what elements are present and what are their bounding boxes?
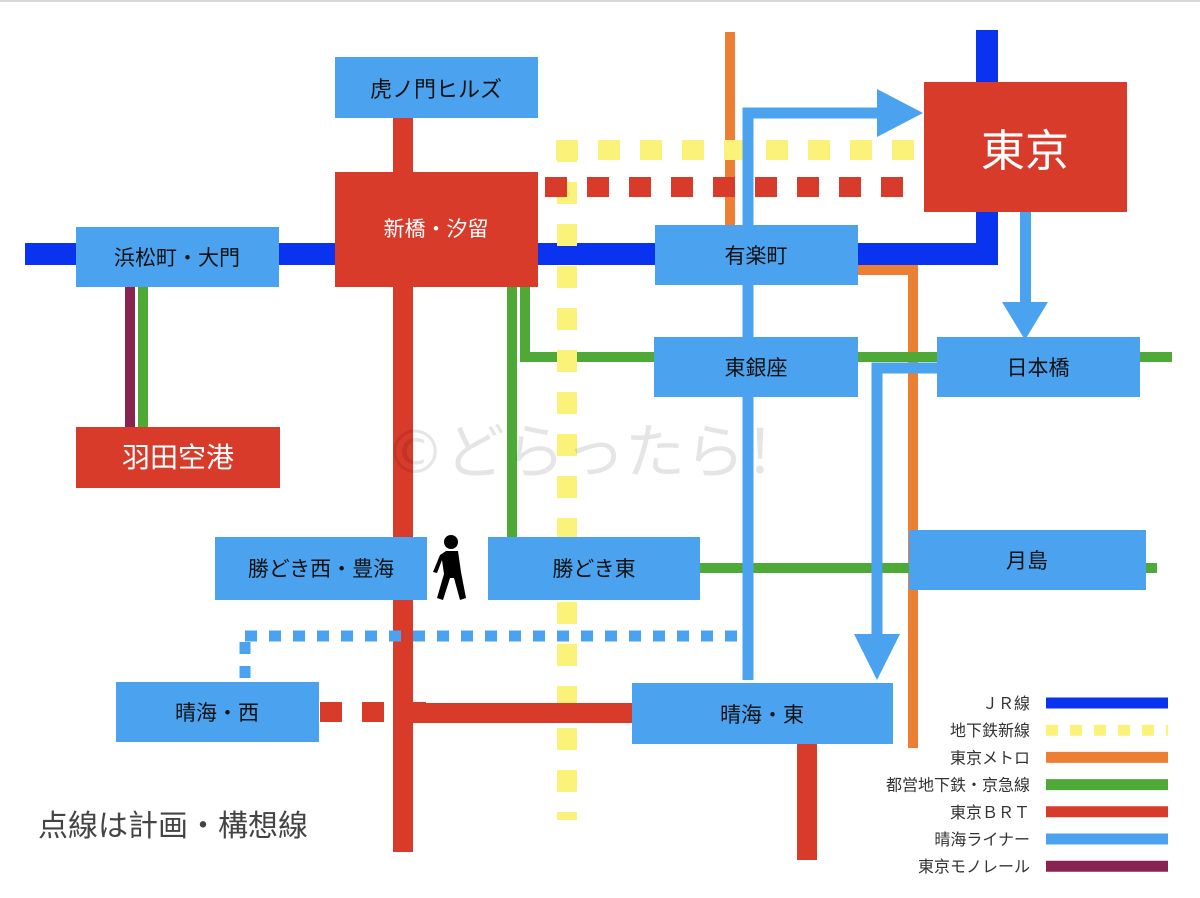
station-shimbashi-shiodome[interactable]: 新橋・汐留 <box>335 172 538 287</box>
station-label: 勝どき東 <box>552 557 635 581</box>
brt-line-harumi <box>413 703 635 723</box>
legend-item: 地下鉄新線 <box>950 721 1168 740</box>
legend-item: 東京モノレール <box>918 857 1168 876</box>
station-hamamatsucho-daimon[interactable]: 浜松町・大門 <box>76 227 279 287</box>
toei-line-kachidoki <box>507 287 517 539</box>
jr-line-middle <box>538 243 658 265</box>
arrow-to-harumi-icon <box>854 634 900 680</box>
harumi-liner-nihonbashi <box>871 362 940 636</box>
watermark: ©どらったら！ <box>385 418 805 488</box>
station-label: 東京 <box>981 126 1069 177</box>
station-higashi-ginza[interactable]: 東銀座 <box>654 337 858 397</box>
station-toranomon-hills[interactable]: 虎ノ門ヒルズ <box>335 57 538 118</box>
station-label: 晴海・東 <box>720 703 804 727</box>
toei-line-oedo-west <box>700 563 912 573</box>
legend-label: 晴海ライナー <box>934 830 1030 849</box>
legend-label: 地下鉄新線 <box>950 721 1030 740</box>
station-tsukishima[interactable]: 月島 <box>909 530 1146 590</box>
monorail-line <box>125 287 135 429</box>
arrow-to-tokyo-icon <box>877 89 923 137</box>
harumi-liner-north <box>742 107 880 680</box>
station-haneda-airport[interactable]: 羽田空港 <box>76 427 280 488</box>
legend-label: 東京ＢＲＴ <box>950 803 1030 822</box>
metro-line-east <box>858 265 918 748</box>
station-harumi-higashi[interactable]: 晴海・東 <box>632 683 893 744</box>
legend-label: 東京メトロ <box>950 748 1030 767</box>
station-yurakucho[interactable]: 有楽町 <box>655 225 858 285</box>
legend-label: ＪＲ線 <box>982 694 1030 713</box>
stations: 虎ノ門ヒルズ 新橋・汐留 浜松町・大門 有楽町 東京 東銀座 日本橋 羽田空港 <box>76 57 1146 744</box>
toei-line-haneda <box>138 287 148 429</box>
legend-item: 都営地下鉄・京急線 <box>886 776 1168 795</box>
legend-label: 都営地下鉄・京急線 <box>886 776 1030 795</box>
brt-line-harumi-south <box>797 742 817 860</box>
brt-line-vertical <box>393 118 413 852</box>
station-label: 羽田空港 <box>122 441 234 474</box>
station-label: 新橋・汐留 <box>384 217 489 241</box>
station-kachidoki-nishi[interactable]: 勝どき西・豊海 <box>215 537 427 600</box>
legend-item: 東京メトロ <box>950 748 1168 767</box>
harumi-liner-tokyo-south <box>1020 212 1031 304</box>
arrow-to-nihonbashi-icon <box>1002 302 1048 340</box>
station-label: 日本橋 <box>1007 356 1070 380</box>
legend-item: ＪＲ線 <box>982 694 1168 713</box>
station-kachidoki-higashi[interactable]: 勝どき東 <box>488 537 700 600</box>
station-nihonbashi[interactable]: 日本橋 <box>937 337 1140 397</box>
station-harumi-nishi[interactable]: 晴海・西 <box>116 682 319 742</box>
station-tokyo[interactable]: 東京 <box>924 82 1127 212</box>
legend-item: 晴海ライナー <box>934 830 1168 849</box>
station-label: 晴海・西 <box>175 701 259 725</box>
route-lines <box>25 30 1172 860</box>
station-label: 有楽町 <box>725 244 788 268</box>
station-label: 虎ノ門ヒルズ <box>370 78 502 103</box>
station-label: 勝どき西・豊海 <box>248 557 394 581</box>
station-label: 東銀座 <box>725 356 788 380</box>
planned-line-note: 点線は計画・構想線 <box>38 809 308 844</box>
toei-line-oedo-east <box>1145 563 1157 573</box>
legend-label: 東京モノレール <box>918 857 1030 876</box>
legend-item: 東京ＢＲＴ <box>950 803 1168 822</box>
walking-person-icon <box>433 535 466 600</box>
station-label: 月島 <box>1006 549 1048 573</box>
station-label: 浜松町・大門 <box>114 246 240 270</box>
